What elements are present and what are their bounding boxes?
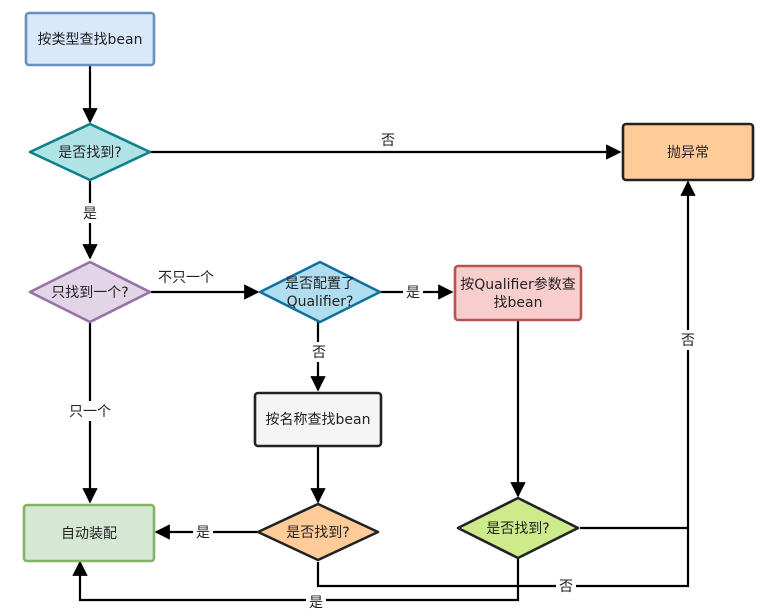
- edge-label-no-right: 否: [681, 333, 695, 349]
- node-autowire-label: 自动装配: [61, 526, 117, 542]
- edge-label-yes-left: 是: [83, 206, 97, 222]
- node-find-by-name-label: 按名称查找bean: [266, 412, 371, 428]
- node-find-by-name[interactable]: 按名称查找bean: [253, 391, 383, 448]
- edge-labels: 否 是 不只一个 是 否 只一个 是 否 否 是: [66, 130, 698, 612]
- node-qualifier-configured[interactable]: 是否配置了 Qualifier?: [258, 260, 382, 324]
- edges: [72, 66, 696, 602]
- edge-label-yes-bottom: 是: [309, 595, 323, 611]
- node-found-1-label: 是否找到?: [58, 145, 121, 161]
- node-found-1-shape: [28, 122, 152, 182]
- node-find-by-qualifier-shape: [453, 264, 583, 322]
- edge-found2-to-throw: [316, 528, 690, 588]
- node-found-1[interactable]: 是否找到?: [28, 122, 152, 182]
- node-find-by-qualifier-label-line2: 找bean: [494, 295, 543, 311]
- edge-label-no-bottom: 否: [559, 579, 573, 595]
- node-found-2[interactable]: 是否找到?: [256, 502, 380, 562]
- edge-label-yes-qualifier: 是: [406, 285, 420, 301]
- node-only-one[interactable]: 只找到一个?: [28, 260, 152, 324]
- edge-label-only-one: 只一个: [69, 404, 111, 420]
- node-found-3[interactable]: 是否找到?: [456, 496, 580, 560]
- node-find-by-type-label: 按类型查找bean: [38, 32, 143, 48]
- node-throw-exception-label: 抛异常: [667, 145, 709, 161]
- node-found-2-shape: [256, 502, 380, 562]
- edge-label-no-top: 否: [381, 133, 395, 149]
- node-find-by-qualifier-label-line1: 按Qualifier参数查: [460, 276, 575, 293]
- node-qualifier-configured-shape: [258, 260, 382, 324]
- node-find-by-type[interactable]: 按类型查找bean: [24, 11, 156, 67]
- edge-found3-to-autowire: [72, 558, 520, 602]
- node-find-by-name-shape: [253, 391, 383, 448]
- edge-label-not-only-one: 不只一个: [158, 270, 214, 286]
- node-throw-exception-shape: [621, 122, 755, 182]
- edge-found3-to-throw: [580, 180, 696, 530]
- node-find-by-qualifier[interactable]: 按Qualifier参数查 找bean: [453, 264, 583, 322]
- node-autowire-shape: [22, 503, 156, 563]
- node-found-3-label: 是否找到?: [486, 521, 549, 537]
- edge-label-no-qualifier: 否: [312, 345, 326, 361]
- node-only-one-label: 只找到一个?: [51, 285, 128, 301]
- node-find-by-type-shape: [24, 11, 156, 67]
- node-found-2-label: 是否找到?: [286, 525, 349, 541]
- edge-label-yes-found2: 是: [196, 525, 210, 541]
- node-qualifier-configured-label-line1: 是否配置了: [285, 276, 355, 292]
- node-qualifier-configured-label-line2: Qualifier?: [287, 294, 354, 310]
- node-throw-exception[interactable]: 抛异常: [621, 122, 755, 182]
- node-autowire[interactable]: 自动装配: [22, 503, 156, 563]
- node-found-3-shape: [456, 496, 580, 560]
- node-only-one-shape: [28, 260, 152, 324]
